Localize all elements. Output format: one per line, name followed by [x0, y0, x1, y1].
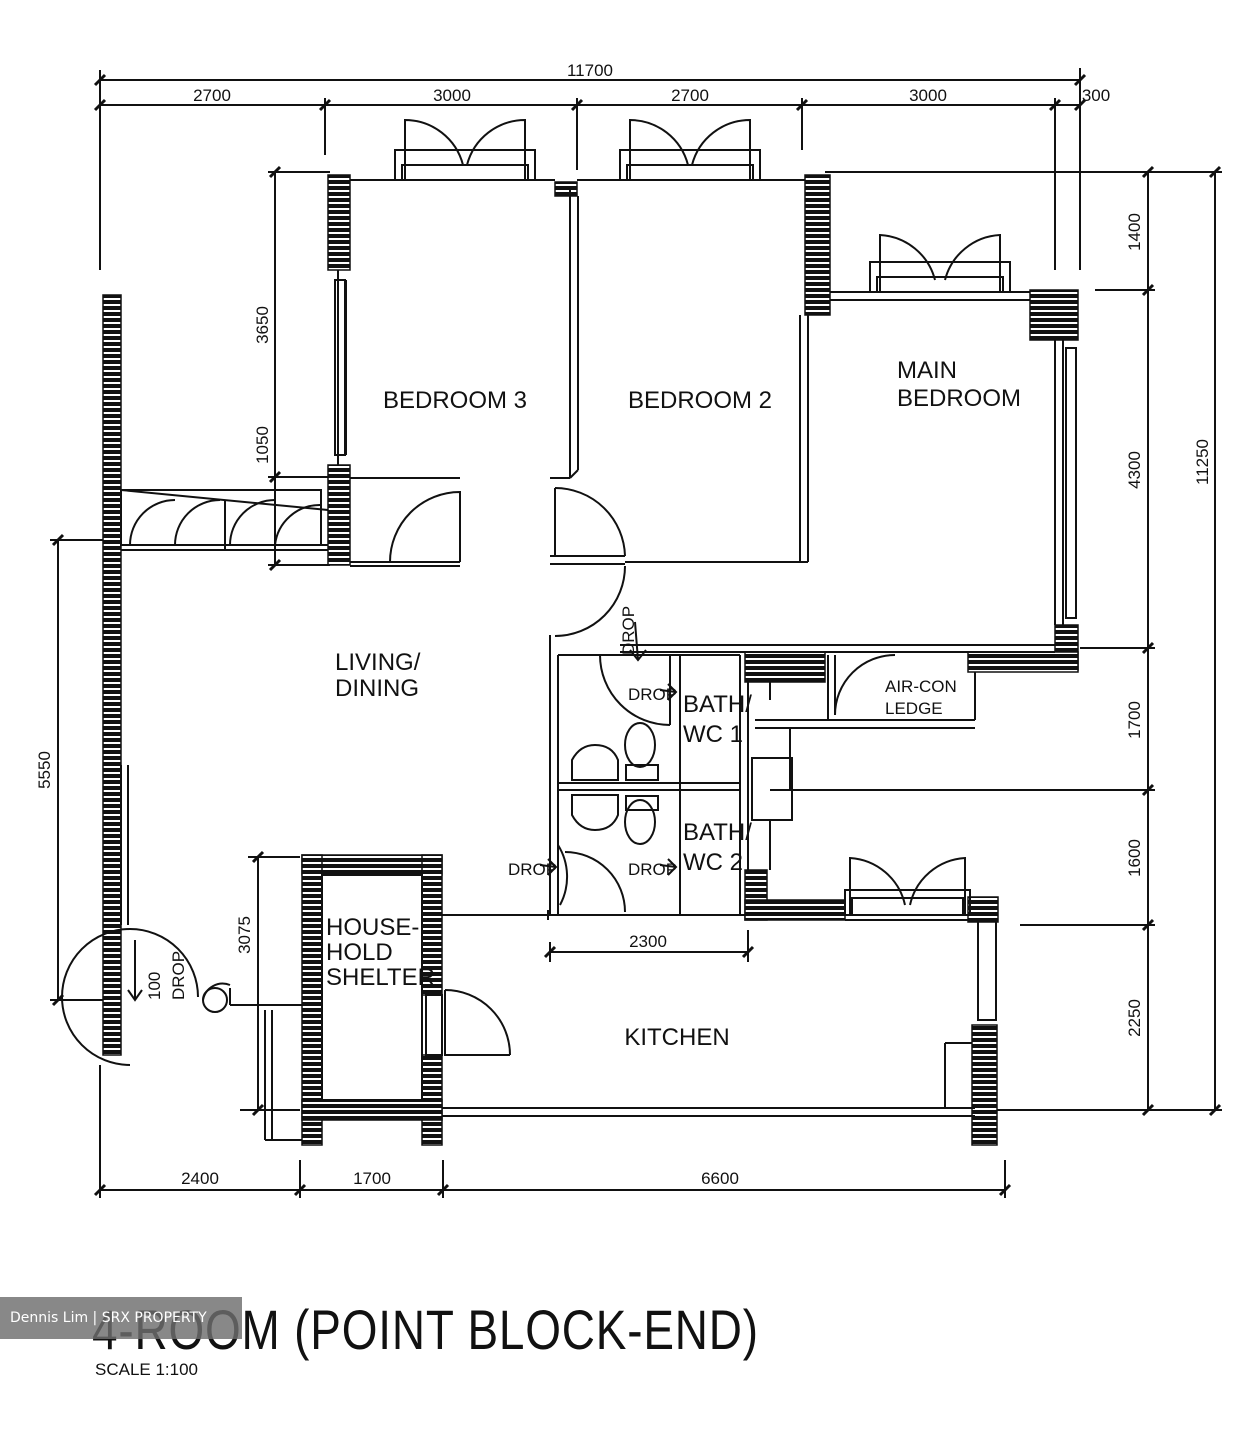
shelter-label-line1: HOUSE- [326, 914, 419, 941]
bath-width-dim: 2300 [629, 932, 667, 951]
bath-1-label-line1: BATH/ [683, 691, 752, 718]
room-labels: BEDROOM 3 BEDROOM 2 MAIN BEDROOM LIVING/… [326, 357, 1021, 1051]
right-dim: 1700 [1125, 701, 1144, 739]
top-dim: 3000 [433, 86, 471, 105]
dimension-ticks [51, 73, 1222, 1197]
bedroom-2-label: BEDROOM 2 [628, 387, 772, 414]
bottom-dim: 6600 [701, 1169, 739, 1188]
bottom-dim: 1700 [353, 1169, 391, 1188]
door-swings [61, 118, 1001, 1066]
drop-label: DROP [508, 860, 557, 879]
door-step-label: 100 [145, 972, 164, 1000]
main-bedroom-label-line1: MAIN [897, 357, 957, 384]
drop-label: DROP [619, 606, 638, 655]
shelter-side-dim: 3075 [235, 916, 254, 954]
watermark: Dennis Lim | SRX PROPERTY [0, 1297, 242, 1339]
top-total-dim: 11700 [567, 61, 613, 80]
bedroom-3-label: BEDROOM 3 [383, 387, 527, 414]
top-dim: 2700 [193, 86, 231, 105]
right-total-dim: 11250 [1193, 439, 1212, 485]
aircon-label-line2: LEDGE [885, 699, 943, 718]
windows [120, 149, 1011, 916]
drop-label: DROP [628, 685, 677, 704]
kitchen-label: KITCHEN [624, 1024, 729, 1051]
plan-scale: SCALE 1:100 [95, 1360, 199, 1379]
sanitary-fixtures [127, 621, 678, 1002]
living-label-line1: LIVING/ [335, 649, 421, 676]
walls [120, 179, 1150, 1141]
living-label-line2: DINING [335, 675, 419, 702]
right-dim: 1400 [1125, 213, 1144, 251]
top-dim: 3000 [909, 86, 947, 105]
drop-labels: DROP DROP DROP DROP DROP 100 [145, 606, 677, 1000]
top-dim: 300 [1082, 86, 1110, 105]
shelter-label-line3: SHELTER [326, 964, 435, 991]
top-dim: 2700 [671, 86, 709, 105]
bottom-dim: 2400 [181, 1169, 219, 1188]
bath-2-label-line1: BATH/ [683, 819, 752, 846]
right-dim: 2250 [1125, 999, 1144, 1037]
shelter-label-line2: HOLD [326, 939, 393, 966]
aircon-label-line1: AIR-CON [885, 677, 957, 696]
bath-2-label-line2: WC 2 [683, 849, 743, 876]
drop-label: DROP [169, 951, 188, 1000]
bath-1-label-line2: WC 1 [683, 721, 743, 748]
right-dim: 1600 [1125, 839, 1144, 877]
bedroom3-side-dim: 3650 [253, 306, 272, 344]
drop-label: DROP [628, 860, 677, 879]
left-total-dim: 5550 [35, 751, 54, 789]
structural-walls [102, 174, 1079, 1146]
floor-plan: BEDROOM 3 BEDROOM 2 MAIN BEDROOM LIVING/… [35, 61, 1222, 1198]
right-dim: 4300 [1125, 451, 1144, 489]
main-bedroom-label-line2: BEDROOM [897, 385, 1021, 412]
bedroom3-side-dim: 1050 [253, 426, 272, 464]
dimension-labels: 11700 2700 3000 2700 3000 300 2400 1700 … [35, 61, 1212, 1188]
